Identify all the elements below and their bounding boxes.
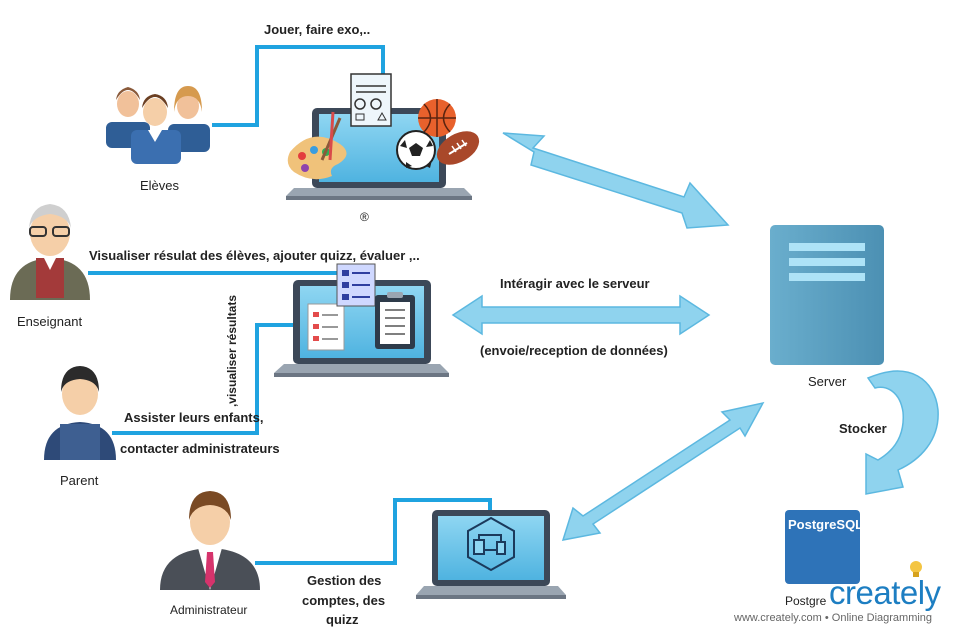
server-icon: [770, 225, 884, 365]
label-parent: Parent: [60, 473, 99, 488]
arrow-laptop2-server: [451, 294, 711, 336]
arrow-laptop1-server: [502, 132, 730, 229]
football-icon: [436, 131, 480, 165]
basketball-icon: [418, 99, 456, 137]
quiz-card-icon: [336, 263, 376, 307]
label-enseignant-action: Visualiser résulat des élèves, ajouter q…: [89, 248, 420, 263]
checklist-icon: [307, 303, 345, 351]
postgres-logo-text: PostgreSQL: [788, 517, 864, 532]
connector-lines: [88, 45, 492, 565]
label-interagir: Intéragir avec le serveur: [500, 276, 650, 291]
soccer-ball-icon: [396, 130, 436, 170]
admin-icon: [160, 491, 260, 590]
connector-eleves: [212, 45, 385, 127]
label-stocker: Stocker: [839, 421, 887, 436]
exercise-sheet-icon: [350, 73, 392, 127]
arrow-stocker: [865, 370, 939, 495]
label-admin: Administrateur: [170, 603, 248, 617]
label-admin-action-1: Gestion des: [307, 573, 382, 588]
laptop-admin: [416, 510, 566, 599]
devices-icon: [467, 516, 515, 572]
label-parent-action-1: Assister leurs enfants,: [124, 410, 264, 425]
laptop-teacher: [274, 263, 449, 377]
label-admin-action-2: comptes, des: [302, 593, 386, 608]
label-eleves-action: Jouer, faire exo,..: [264, 22, 371, 37]
students-icon: [106, 86, 210, 164]
clipboard-icon: [375, 292, 415, 349]
label-postgres-caption: Postgre: [785, 594, 827, 608]
arrows: [451, 132, 939, 541]
bulb-icon: [910, 561, 922, 577]
connector-admin: [255, 498, 492, 565]
label-server: Server: [808, 374, 847, 389]
label-admin-action-3: quizz: [326, 612, 359, 627]
label-parent-action-2: contacter administrateurs: [120, 441, 280, 456]
parent-icon: [44, 366, 116, 460]
database-icon: [785, 510, 860, 584]
label-envoie: (envoie/reception de données): [480, 343, 668, 358]
label-eleves: Elèves: [140, 178, 180, 193]
laptop-games: [286, 73, 480, 200]
art-palette-icon: [287, 111, 347, 180]
creately-logo: creately: [829, 574, 941, 611]
label-registered: ®: [360, 210, 369, 224]
label-visualiser-resultats: ,visualiser résultats: [225, 294, 240, 408]
arrow-laptop3-server: [561, 401, 765, 541]
creately-tagline: www.creately.com • Online Diagramming: [734, 612, 933, 624]
teacher-icon: [10, 204, 90, 300]
label-enseignant: Enseignant: [17, 314, 83, 329]
